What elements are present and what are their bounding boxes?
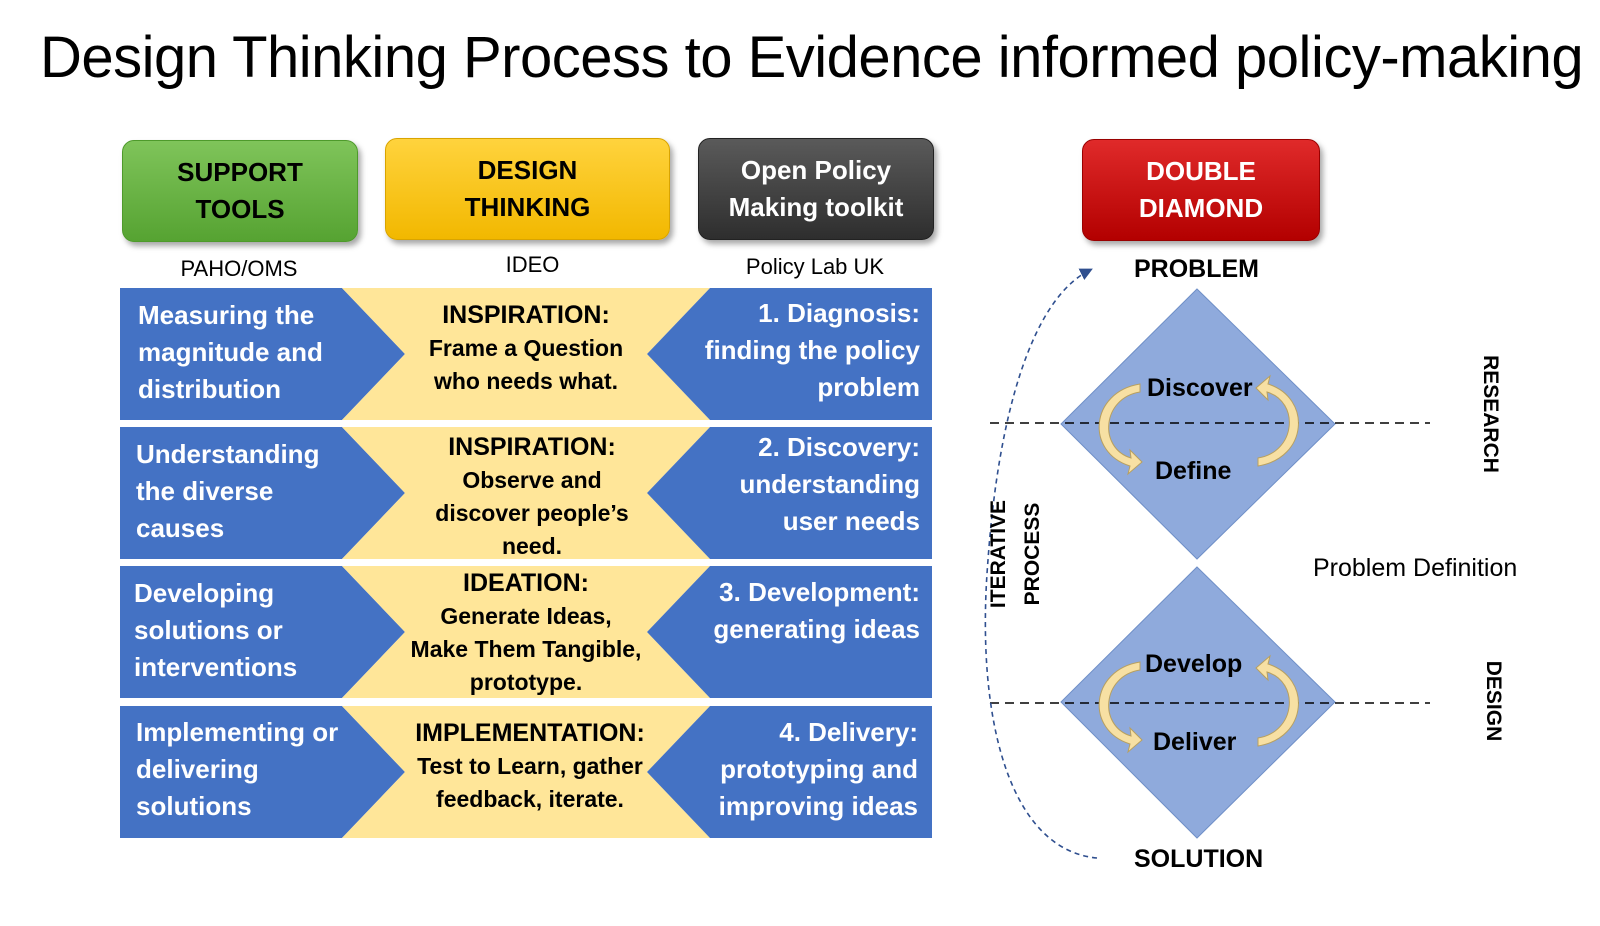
problem-definition-label: Problem Definition	[1313, 554, 1518, 582]
row-3-band	[120, 566, 932, 698]
row-1-right-chevron	[647, 288, 932, 420]
problem-diamond	[1060, 288, 1336, 560]
row-4-middle-text: IMPLEMENTATION:Test to Learn, gather fee…	[415, 719, 645, 812]
problem-cycle-arrows	[1098, 374, 1299, 476]
row-4-band	[120, 706, 932, 838]
row-4-left-text: Implementing or delivering solutions	[136, 717, 339, 821]
row-1-middle-text: INSPIRATION:Frame a Question who needs w…	[428, 301, 624, 394]
double-diamond-header: DOUBLE DIAMOND	[1082, 139, 1320, 241]
row-2-right-text: 2. Discovery: understanding user needs	[739, 432, 920, 536]
row-1-right-text: 1. Diagnosis: finding the policy problem	[704, 298, 920, 402]
support-tools-header: SUPPORT TOOLS	[122, 140, 358, 242]
row-2-middle-band	[342, 427, 710, 559]
row-4-right-chevron	[647, 706, 932, 838]
row-2-middle-text: INSPIRATION:Observe and discover people’…	[435, 433, 629, 559]
policy-sub: Policy Lab UK	[745, 254, 885, 279]
design-thinking-header: DESIGN THINKING	[385, 138, 670, 240]
discover-label: Discover	[1147, 374, 1253, 402]
iterative-label: ITERATIVE	[987, 499, 1010, 609]
solution-label: SOLUTION	[1134, 845, 1264, 873]
row-3-left-text: Developing solutions or interventions	[134, 578, 298, 682]
row-2-right-chevron	[647, 427, 932, 559]
solution-cycle-arrows	[1098, 654, 1299, 754]
iterative-arc-arrow	[984, 268, 1098, 859]
research-label: RESEARCH	[1479, 355, 1502, 473]
design-label: DESIGN	[1482, 660, 1505, 742]
row-3-right-chevron	[647, 566, 932, 698]
row-3-middle-text: IDEATION:Generate Ideas, Make Them Tangi…	[410, 569, 642, 695]
develop-label: Develop	[1145, 650, 1243, 678]
row-1-left-chevron	[120, 288, 405, 420]
page-title: Design Thinking Process to Evidence info…	[40, 25, 1584, 90]
deliver-label: Deliver	[1153, 728, 1237, 756]
row-2-left-text: Understanding the diverse causes	[136, 439, 320, 543]
support-sub: PAHO/OMS	[180, 256, 298, 281]
row-4-middle-band	[342, 706, 710, 838]
open-policy-header: Open Policy Making toolkit	[698, 138, 934, 240]
problem-label: PROBLEM	[1134, 255, 1259, 283]
row-4-right-text: 4. Delivery: prototyping and improving i…	[718, 717, 918, 821]
row-2-left-chevron	[120, 427, 405, 559]
row-1-middle-band	[342, 288, 710, 420]
define-label: Define	[1155, 457, 1232, 485]
row-3-middle-band	[342, 566, 710, 698]
row-1-left-text: Measuring the magnitude and distribution	[138, 300, 323, 404]
row-3-left-chevron	[120, 566, 405, 698]
solution-diamond	[1060, 566, 1336, 839]
row-3-right-text: 3. Development: generating ideas	[713, 577, 920, 644]
design-sub: IDEO	[505, 252, 560, 277]
row-1-band	[120, 288, 932, 420]
row-2-band	[120, 427, 932, 559]
row-4-left-chevron	[120, 706, 405, 838]
process-label: PROCESS	[1021, 502, 1044, 606]
